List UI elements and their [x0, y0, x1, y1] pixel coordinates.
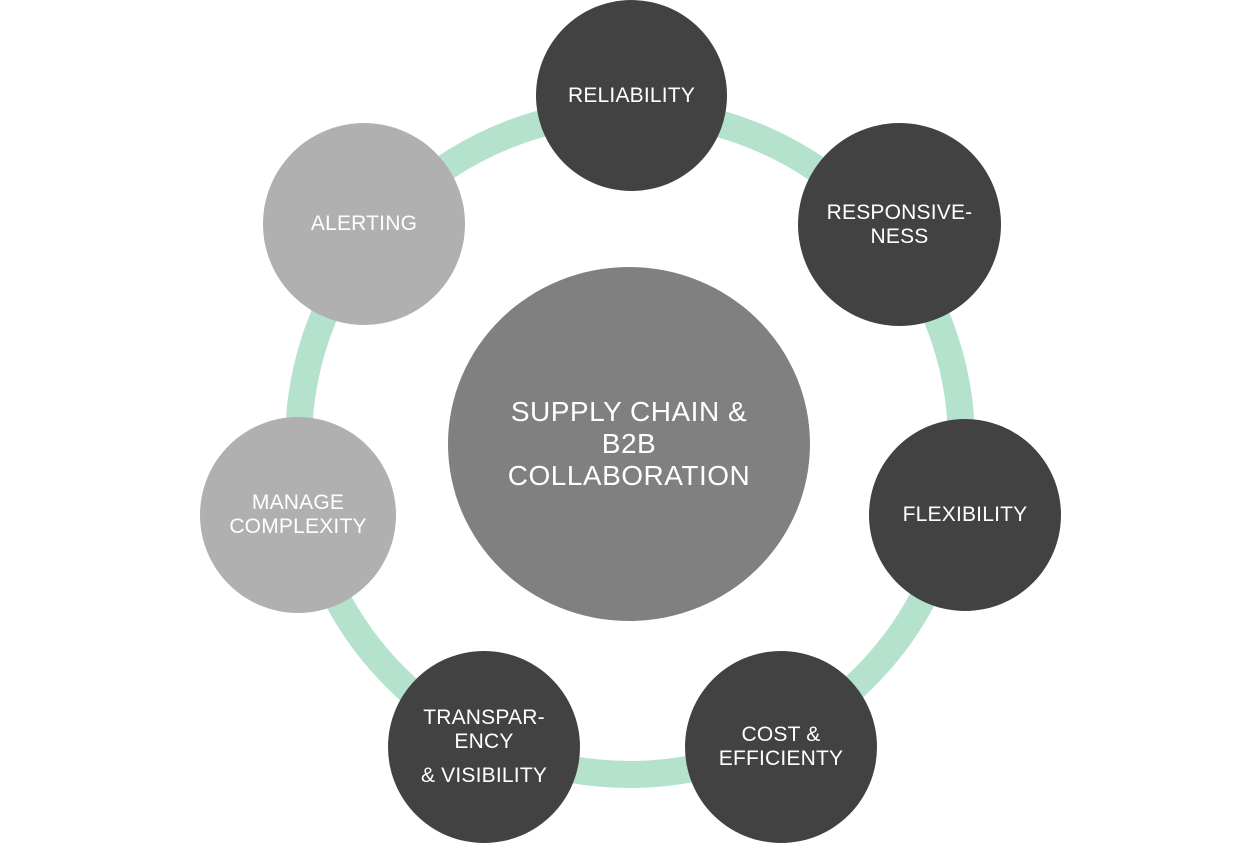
- node-transparency-visibility: TRANSPAR- ENCY & VISIBILITY: [388, 651, 580, 843]
- center-node-supply-chain: SUPPLY CHAIN & B2B COLLABORATION: [448, 267, 810, 621]
- node-responsiveness-label-2: NESS: [870, 224, 929, 248]
- node-transparency-label-1: TRANSPAR-: [423, 706, 545, 729]
- center-label-line-2: B2B: [601, 428, 657, 459]
- center-label-line-3: COLLABORATION: [507, 460, 751, 491]
- node-responsiveness: RESPONSIVE- NESS: [798, 123, 1001, 326]
- node-flexibility-label: FLEXIBILITY: [902, 503, 1028, 526]
- node-reliability: RELIABILITY: [536, 0, 727, 191]
- node-reliability-label: RELIABILITY: [567, 83, 696, 107]
- node-transparency-label-3: & VISIBILITY: [420, 764, 548, 787]
- node-cost-efficiency-label-2: EFFICIENTY: [718, 747, 844, 770]
- center-label-line-1: SUPPLY CHAIN &: [510, 396, 748, 427]
- node-responsiveness-label-1: RESPONSIVE-: [826, 200, 973, 224]
- node-manage-complexity: MANAGE COMPLEXITY: [200, 417, 396, 613]
- node-cost-efficiency-label-1: COST &: [741, 723, 821, 746]
- node-manage-complexity-label-1: MANAGE: [251, 491, 345, 514]
- node-transparency-label-2: ENCY: [454, 730, 514, 753]
- node-manage-complexity-label-2: COMPLEXITY: [229, 515, 367, 538]
- node-alerting: ALERTING: [263, 123, 465, 325]
- node-alerting-label: ALERTING: [310, 212, 418, 235]
- node-flexibility: FLEXIBILITY: [869, 419, 1061, 611]
- node-cost-efficiency: COST & EFFICIENTY: [685, 651, 877, 843]
